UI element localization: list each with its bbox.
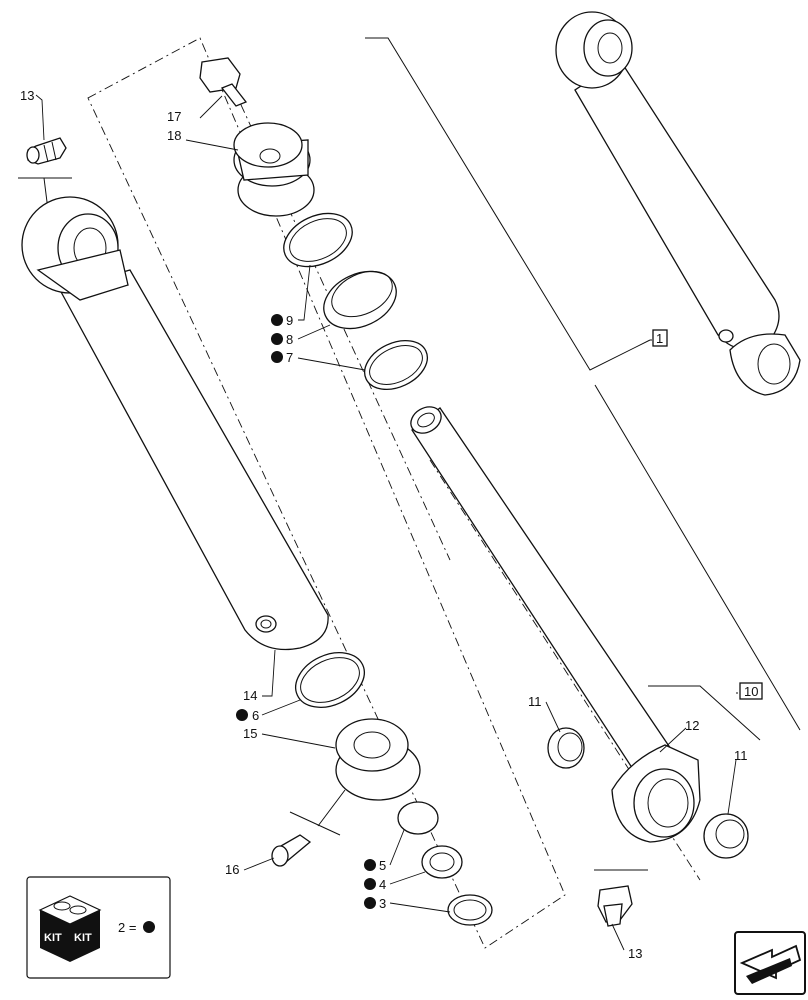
kit-legend: KIT KIT 2 = [26,876,171,979]
callout-18: 18 [167,128,181,143]
grease-nipple-bottom [597,885,633,927]
callout-1: 1 [656,331,663,346]
callout-13-bottom: 13 [628,946,642,961]
rod-eye-12 [611,744,701,843]
grease-nipple-top [26,137,67,165]
callout-17: 17 [167,109,181,124]
kit-bullet-5 [364,859,376,871]
callout-8: 8 [286,332,293,347]
seal-9 [283,212,353,268]
callout-11-right: 11 [734,748,748,763]
kit-bullet-6 [236,709,248,721]
kit-bullet-8 [271,333,283,345]
callout-11-left: 11 [528,694,542,709]
callout-16: 16 [225,862,239,877]
kit-bullet-7 [271,351,283,363]
kit-bullet-9 [271,314,283,326]
kit-label-left: KIT [44,932,62,944]
bolt-17 [199,57,248,107]
callout-15: 15 [243,726,257,741]
kit-bullet-icon [143,921,155,933]
bushing-8 [323,270,397,330]
ring-7 [364,340,428,390]
bushing-11-right [703,813,749,859]
callout-3: 3 [379,896,386,911]
callout-9: 9 [286,313,293,328]
seal-4 [421,845,463,879]
kit-bullet-3 [364,897,376,909]
assembled-cylinder [555,11,801,396]
cylinder-barrel [21,196,329,651]
assembly-leader-1 [365,37,801,731]
next-page-arrow-icon[interactable] [734,931,806,995]
callout-13-top: 13 [20,88,34,103]
piston-rod [410,406,676,781]
callout-4: 4 [379,877,386,892]
o-ring-6 [295,652,365,708]
wiper-5 [397,801,439,835]
callout-6: 6 [252,708,259,723]
callout-12: 12 [685,718,699,733]
callout-14: 14 [243,688,257,703]
callout-7: 7 [286,350,293,365]
callout-5: 5 [379,858,386,873]
screw-16 [271,834,312,867]
callout-10: 10 [744,684,758,699]
assembly-leader-10 [648,685,761,741]
piston-18 [233,122,315,217]
bushing-11-left [547,727,585,769]
kit-bullet-4 [364,878,376,890]
cylinder-head-15 [335,718,421,801]
kit-box-icon: KIT KIT [38,895,102,962]
kit-equation: 2 = [118,920,136,935]
kit-label-right: KIT [74,932,92,944]
